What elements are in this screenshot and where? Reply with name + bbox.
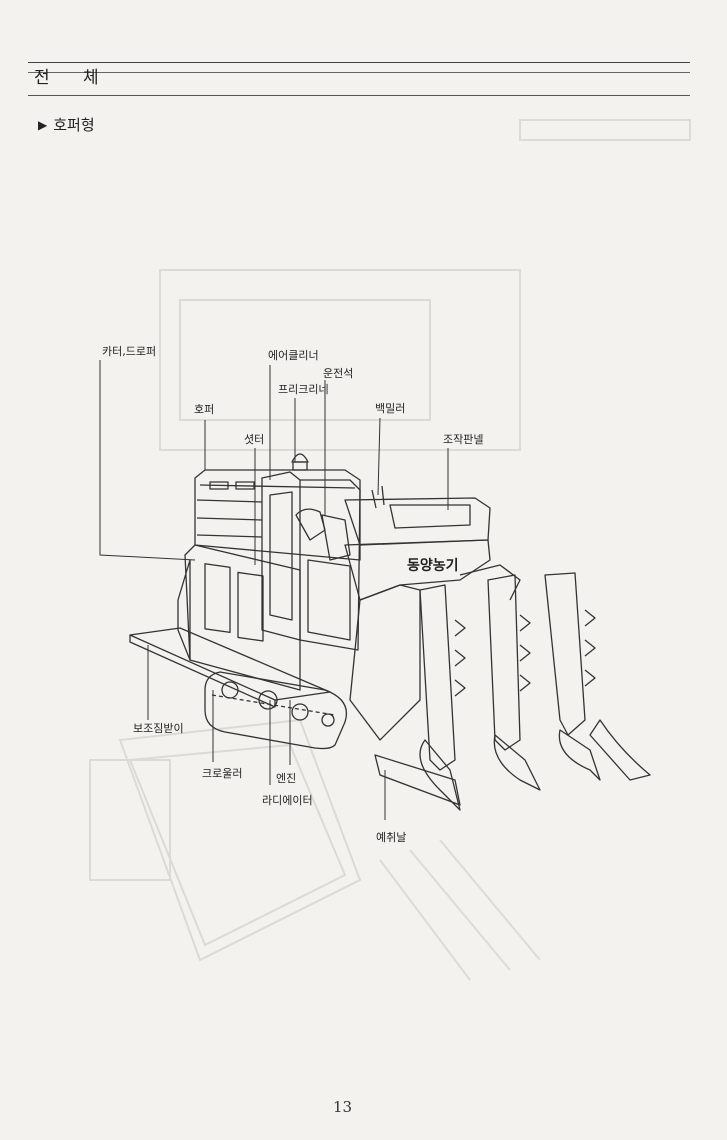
label-hopper: 호퍼 bbox=[194, 403, 215, 416]
label-air-cleaner: 에어클리너 bbox=[268, 349, 319, 362]
label-crawler: 크로울러 bbox=[202, 767, 243, 780]
header-rule-bottom bbox=[28, 95, 690, 96]
label-back-mirror: 백밀러 bbox=[375, 402, 406, 415]
label-driver-seat: 운전석 bbox=[323, 367, 354, 380]
label-precleaner: 프리크리네 bbox=[278, 383, 329, 396]
header-rule-top-thin bbox=[28, 72, 690, 73]
label-aux-bag-tray: 보조짐받이 bbox=[133, 722, 184, 735]
label-reaper-blade: 예취날 bbox=[376, 831, 407, 844]
bleed-through-ghost bbox=[89, 119, 691, 981]
leader-lines bbox=[99, 360, 449, 820]
label-control-panel: 조작판넬 bbox=[443, 433, 484, 446]
page-number: 13 bbox=[333, 1098, 353, 1116]
machine-brand: 동양농기 bbox=[407, 558, 459, 574]
label-radiator: 라디에이터 bbox=[262, 794, 313, 807]
section-title: 전 체 bbox=[34, 68, 113, 88]
label-engine: 엔진 bbox=[276, 772, 297, 785]
label-cutter-dropper: 카터,드로퍼 bbox=[102, 345, 157, 358]
label-shutter: 셧터 bbox=[244, 433, 265, 446]
subtitle: ▶ 호퍼형 bbox=[38, 114, 95, 135]
triangle-bullet-icon: ▶ bbox=[38, 118, 48, 132]
subtitle-text: 호퍼형 bbox=[53, 116, 95, 134]
crawler-track-shape bbox=[204, 671, 348, 750]
hopper-body-shape bbox=[194, 469, 361, 561]
header-rule-top bbox=[28, 62, 690, 63]
